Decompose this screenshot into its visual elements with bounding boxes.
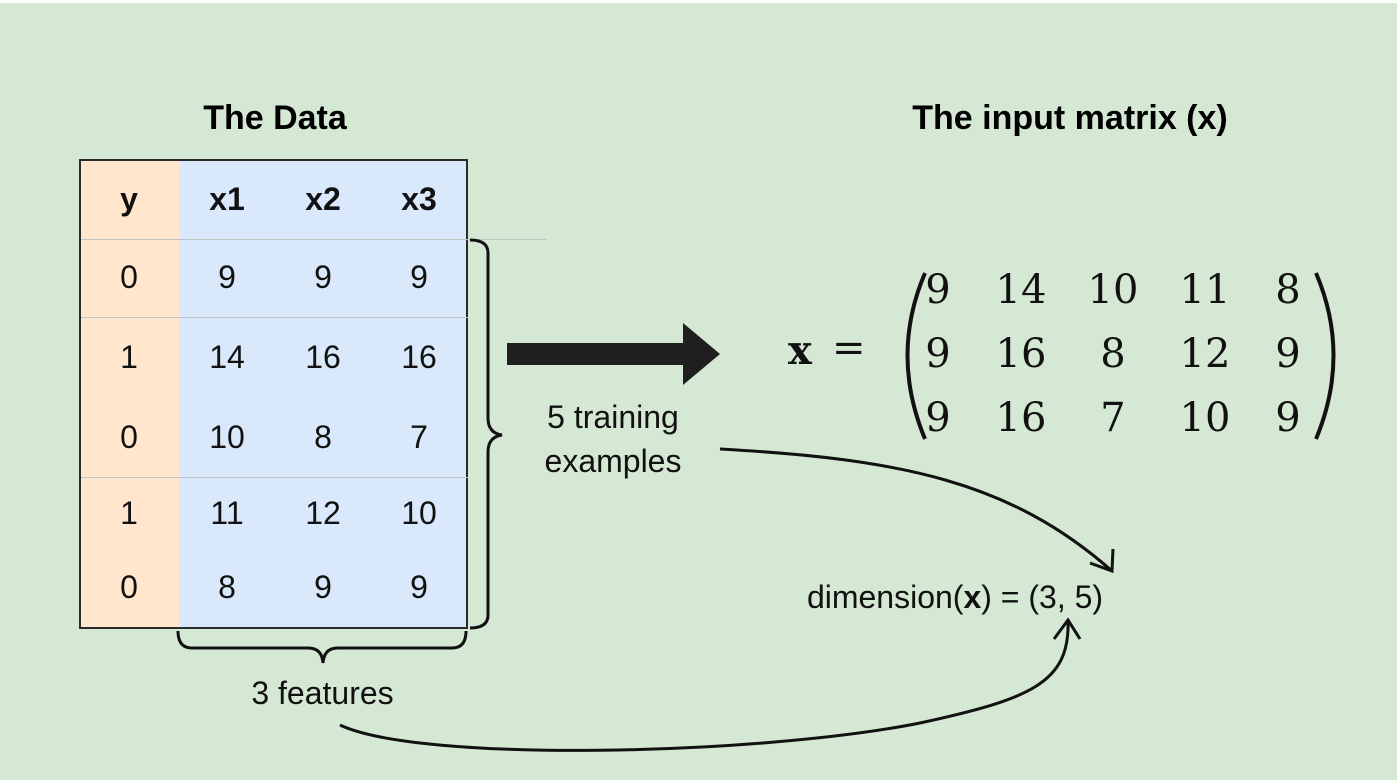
matrix-cell: 9: [1275, 395, 1301, 441]
table-cell: 16: [401, 339, 437, 375]
table-cell: 9: [314, 259, 332, 295]
dimension-label: dimension(x) = (3, 5): [740, 575, 1170, 619]
table-cell: 9: [410, 259, 428, 295]
features-brace-icon: [176, 630, 468, 664]
dimension-variable: x: [963, 579, 982, 615]
row-divider: [81, 317, 468, 318]
column-header-x3: x3: [401, 181, 437, 217]
table-cell: 12: [305, 495, 341, 531]
matrix-cell: 8: [1275, 267, 1301, 313]
table-cell: 16: [305, 339, 341, 375]
matrix-cell: 10: [1087, 267, 1139, 313]
features-curve-arrow-icon: [339, 620, 1070, 752]
matrix-cell: 9: [1275, 331, 1301, 377]
training-examples-line-2: examples: [544, 443, 682, 479]
matrix-cell: 9: [925, 267, 951, 313]
table-cell: 0: [120, 569, 138, 605]
row-divider: [81, 477, 468, 478]
label-column: [81, 161, 179, 627]
matrix-variable: x: [788, 327, 812, 374]
matrix-cell: 9: [925, 331, 951, 377]
column-header-x1: x1: [209, 181, 245, 217]
table-cell: 8: [314, 419, 332, 455]
table-cell: 9: [410, 569, 428, 605]
table-cell: 8: [218, 569, 236, 605]
column-header-y: y: [120, 181, 138, 217]
table-cell: 11: [210, 495, 244, 531]
training-examples-line-1: 5 training: [547, 399, 679, 435]
data-title: The Data: [203, 99, 347, 137]
dimension-prefix: dimension(: [806, 579, 964, 615]
arrowhead-icon: [1089, 548, 1115, 574]
matrix-cell: 16: [995, 395, 1047, 441]
matrix-title: The input matrix (x): [912, 99, 1228, 137]
matrix-equation: x = 9 14 10 11 8 9 16 8 12 9 9 16 7 10 9: [788, 263, 1348, 443]
matrix-cell: 8: [1100, 331, 1126, 377]
table-cell: 1: [120, 339, 138, 375]
training-examples-label: 5 training examples: [508, 395, 718, 483]
features-label: 3 features: [251, 675, 394, 711]
matrix-cell: 9: [925, 395, 951, 441]
table-cell: 14: [209, 339, 245, 375]
matrix-cell: 12: [1179, 331, 1231, 377]
column-header-x2: x2: [305, 181, 341, 217]
data-table: y x1 x2 x3 0 9 9 9 1 14 16 16 0 10 8 7 1…: [79, 159, 546, 629]
table-cell: 0: [120, 259, 138, 295]
table-cell: 10: [401, 495, 437, 531]
matrix-cell: 16: [995, 331, 1047, 377]
table-cell: 10: [209, 419, 245, 455]
matrix-cell: 14: [995, 267, 1047, 313]
table-cell: 9: [314, 569, 332, 605]
matrix-cell: 10: [1179, 395, 1231, 441]
examples-brace-icon: [469, 238, 503, 630]
equals-sign: =: [832, 325, 866, 371]
arrowhead-icon: [1052, 617, 1082, 640]
table-cell: 1: [120, 495, 138, 531]
right-arrow-icon: [507, 323, 720, 385]
matrix-cell: 11: [1179, 267, 1231, 313]
dimension-suffix: ) = (3, 5): [981, 579, 1104, 615]
row-divider: [81, 239, 546, 240]
matrix-cell: 7: [1100, 395, 1126, 441]
table-cell: 7: [410, 419, 428, 455]
table-cell: 9: [218, 259, 236, 295]
examples-curve-arrow-icon: [719, 447, 1113, 573]
table-cell: 0: [120, 419, 138, 455]
